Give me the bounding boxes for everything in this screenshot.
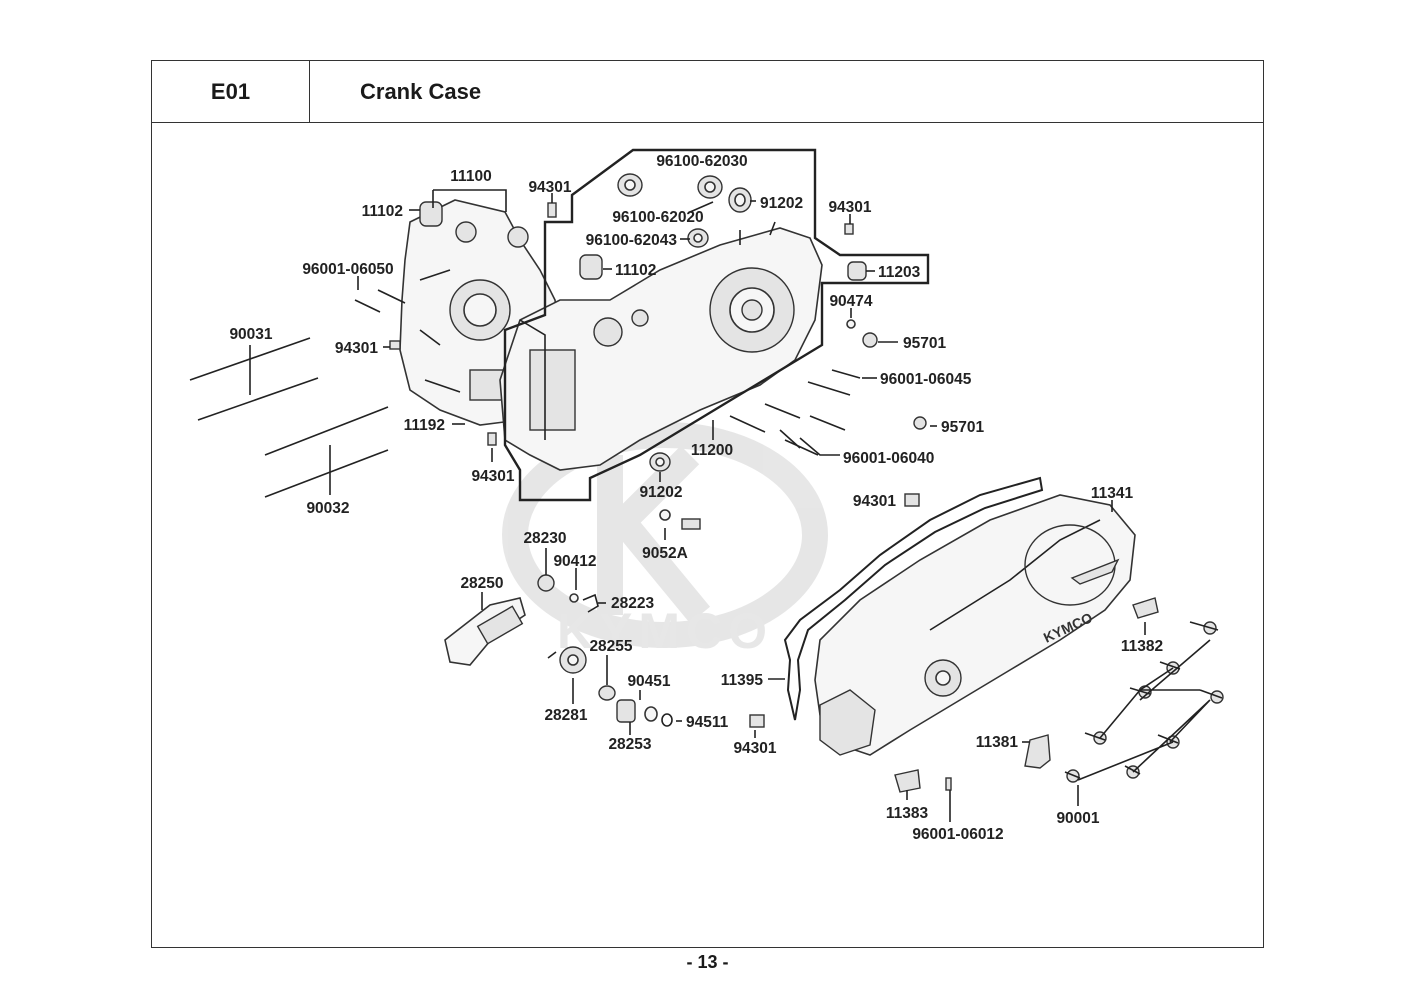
section-title: Crank Case <box>310 61 1263 123</box>
callout-label: 11192 <box>404 417 445 434</box>
callout-label: 11102 <box>615 262 656 279</box>
studs-90031-90032 <box>189 337 389 498</box>
callout-label: 28255 <box>589 638 632 655</box>
callout-label: 91202 <box>760 195 803 212</box>
group-outline-11200 <box>503 148 930 502</box>
callout-label: 95701 <box>903 335 946 352</box>
callout-label: 11200 <box>691 442 733 459</box>
callout-label: 94301 <box>733 740 776 757</box>
leader-lines <box>249 189 1211 822</box>
bolts-right <box>354 289 927 530</box>
callout-label: 28281 <box>544 707 587 724</box>
bearing-96100-62043 <box>687 228 709 248</box>
callout-label: 91202 <box>639 484 682 501</box>
callout-label: 94511 <box>686 714 729 731</box>
callout-labels: 11100 94301 96100-62030 11102 96100-6202… <box>229 153 1163 843</box>
callout-label: 96100-62043 <box>586 232 678 249</box>
page-frame: E01 Crank Case <box>151 60 1264 948</box>
kymco-watermark: KYMCO <box>502 422 828 659</box>
callout-label: 11382 <box>1121 638 1163 655</box>
callout-label: 94301 <box>853 493 896 510</box>
callout-label: 90451 <box>627 673 670 690</box>
callout-label: 28250 <box>460 575 503 592</box>
dowel-pins-94301 <box>389 202 920 728</box>
callout-label: 94301 <box>335 340 378 357</box>
transmission-cover-11341: KYMCO <box>814 494 1136 756</box>
section-code: E01 <box>152 61 310 123</box>
callout-label: 28253 <box>608 736 651 753</box>
crankcase-right-half <box>499 221 823 471</box>
bushing-11102 <box>419 201 603 280</box>
callout-label: 11100 <box>450 168 491 185</box>
kickstarter-parts <box>444 574 673 727</box>
watermark-text: KYMCO <box>557 603 773 659</box>
gasket-11395 <box>783 476 1044 721</box>
bearing-96100-62030 <box>617 173 723 199</box>
seal-91202 <box>649 187 752 472</box>
callout-label: 11395 <box>721 672 764 689</box>
callout-label: 90031 <box>229 326 272 343</box>
brackets-11381-11382-11383 <box>894 597 1159 793</box>
page-number: - 13 - <box>686 952 729 972</box>
callout-label: 90001 <box>1056 810 1099 827</box>
callout-label: 28223 <box>611 595 654 612</box>
callout-label: 11383 <box>886 805 929 822</box>
callout-label: 90412 <box>553 553 596 570</box>
callout-label: 96001-06040 <box>843 450 934 467</box>
callout-label: 11381 <box>976 734 1019 751</box>
callout-label: 94301 <box>528 179 571 196</box>
callout-label: 95701 <box>941 419 984 436</box>
callout-label: 96001-06045 <box>880 371 972 388</box>
callout-label: 11102 <box>362 203 403 220</box>
callout-label: 96100-62030 <box>656 153 747 170</box>
callout-label: 90474 <box>829 293 872 310</box>
callout-label: 96001-06050 <box>302 261 393 278</box>
callout-label: 11203 <box>878 264 921 281</box>
bushing-11203 <box>847 261 867 281</box>
callout-label: 9052A <box>642 545 688 562</box>
callout-label: 96100-62020 <box>612 209 703 226</box>
callout-label: 94301 <box>471 468 514 485</box>
callout-label: 90032 <box>306 500 349 517</box>
crankcase-left-half <box>399 199 561 426</box>
callout-label: 11341 <box>1091 485 1134 502</box>
callout-label: 96001-06012 <box>912 826 1003 843</box>
callout-label: 28230 <box>523 530 566 547</box>
callout-label: 94301 <box>828 199 871 216</box>
